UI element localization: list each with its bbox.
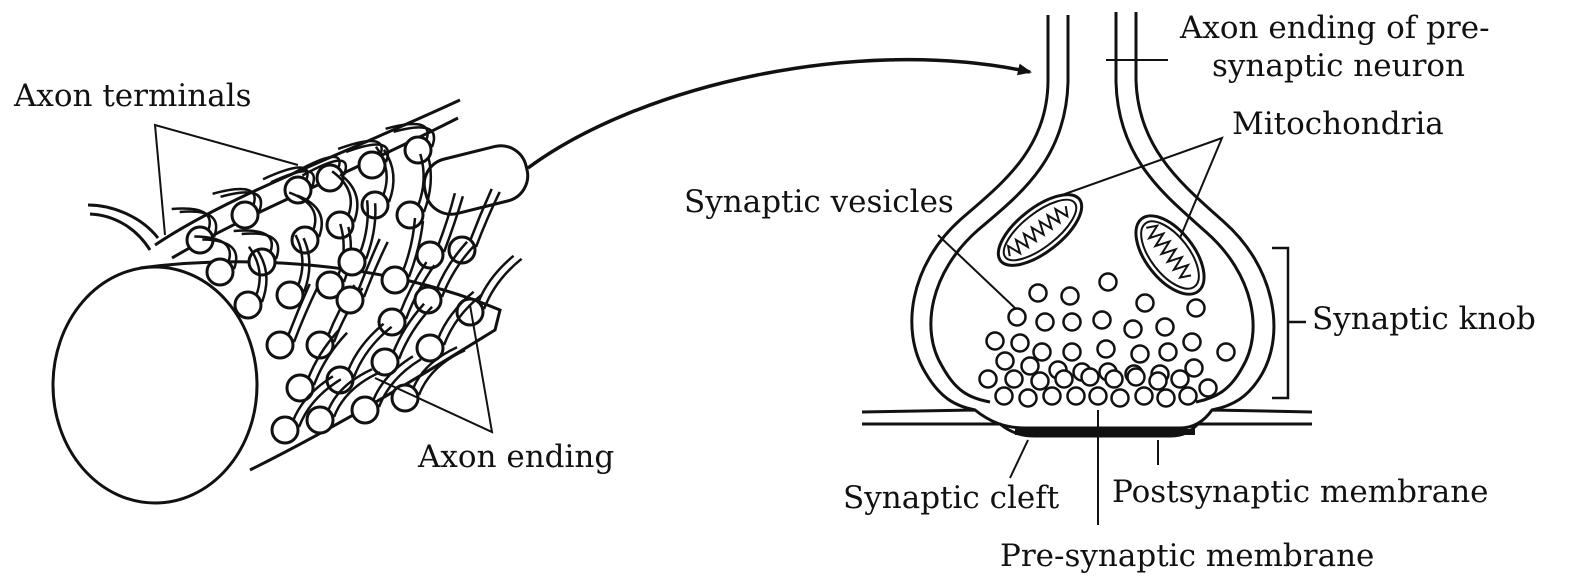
synaptic-vesicle [1037,314,1054,331]
synaptic-vesicle [1157,319,1174,336]
synaptic-vesicle [1200,380,1217,397]
synaptic-vesicle [1012,335,1029,352]
terminal-bulb [272,417,298,443]
terminal-bulb [235,292,261,318]
synaptic-vesicle [996,388,1013,405]
label-synaptic-vesicles: Synaptic vesicles [684,184,954,220]
axon-fiber [438,193,455,246]
synaptic-vesicle [1160,344,1177,361]
terminal-bulb [352,397,378,423]
synaptic-vesicle [1009,309,1026,326]
synaptic-vesicle [1068,388,1085,405]
synaptic-knob-bracket [1272,248,1306,398]
synaptic-vesicle [1034,344,1051,361]
cell-process-left [88,205,158,238]
synaptic-vesicle [1218,344,1235,361]
synaptic-vesicle [1125,321,1142,338]
synaptic-vesicle [1082,369,1099,386]
synaptic-vesicle [1150,373,1167,390]
axon-fiber [478,256,514,303]
label-axon-terminals: Axon terminals [13,78,252,114]
synaptic-vesicle [1136,388,1153,405]
synaptic-vesicle [987,333,1004,350]
magnification-arrow [528,60,1030,168]
synaptic-vesicle [1064,314,1081,331]
cell-body [53,267,257,503]
synaptic-vesicle [1020,390,1037,407]
terminal-bulb [307,407,333,433]
mitochondrion-outer [987,182,1093,278]
synaptic-vesicle [1044,388,1061,405]
synaptic-vesicle [1098,341,1115,358]
label-postsynaptic-membrane: Postsynaptic membrane [1112,474,1489,510]
label-synaptic-knob: Synaptic knob [1312,301,1536,337]
synaptic-vesicle [1172,371,1189,388]
terminal-bulb [232,202,258,228]
synaptic-vesicle [1180,388,1197,405]
mitochondrion [1123,204,1217,306]
synaptic-vesicle [1062,288,1079,305]
synaptic-vesicle [980,371,997,388]
terminal-bulb [339,249,365,275]
terminal-bulb [392,385,418,411]
mitochondrion-outer [1123,204,1217,306]
highlighted-axon-ending [419,140,533,219]
synaptic-vesicle [1032,373,1049,390]
terminal-bulb [337,287,363,313]
synaptic-vesicle [1112,390,1129,407]
pointer-line-synaptic-vesicles [938,235,1015,308]
terminal-bulb [382,267,408,293]
synaptic-vesicle [1056,371,1073,388]
mitochondrion [987,182,1093,278]
terminal-bulb [207,259,233,285]
synaptic-vesicle [1128,369,1145,386]
synaptic-vesicle [1064,344,1081,361]
synaptic-vesicle [1090,388,1107,405]
mitochondrion-cristae [1143,222,1194,282]
synaptic-vesicle [1006,371,1023,388]
label-mitochondria: Mitochondria [1232,106,1444,142]
synaptic-vesicle [997,353,1014,370]
terminal-bulb [277,282,303,308]
terminal-bulb [267,332,293,358]
synaptic-vesicle [1137,295,1154,312]
axon-terminal-knob [457,256,522,325]
terminal-bulb [417,242,443,268]
synaptic-vesicle [1132,346,1149,363]
axon-terminal-knob [449,189,500,263]
terminal-bulb [379,309,405,335]
axon-fiber [384,150,394,202]
terminal-bulb [405,137,431,163]
synaptic-vesicle [1158,390,1175,407]
synaptic-vesicle [1106,371,1123,388]
cell-process-left [90,214,150,250]
terminal-bulb [397,202,423,228]
synaptic-vesicle [1188,300,1205,317]
pointer-line-synaptic-cleft [1010,440,1028,478]
label-axon-ending-pre-line2: synaptic neuron [1212,48,1465,84]
label-presynaptic-membrane: Pre-synaptic membrane [1000,538,1374,574]
label-axon-ending-pre-line1: Axon ending of pre- [1179,10,1490,46]
label-axon-ending: Axon ending [417,439,614,475]
synaptic-vesicle [1022,358,1039,375]
label-synaptic-cleft: Synaptic cleft [843,480,1060,516]
synaptic-vesicle [1100,274,1117,291]
synaptic-vesicle [1094,312,1111,329]
axon-terminal-knob [234,230,278,275]
synaptic-vesicle [1030,285,1047,302]
synaptic-vesicle [1184,334,1201,351]
